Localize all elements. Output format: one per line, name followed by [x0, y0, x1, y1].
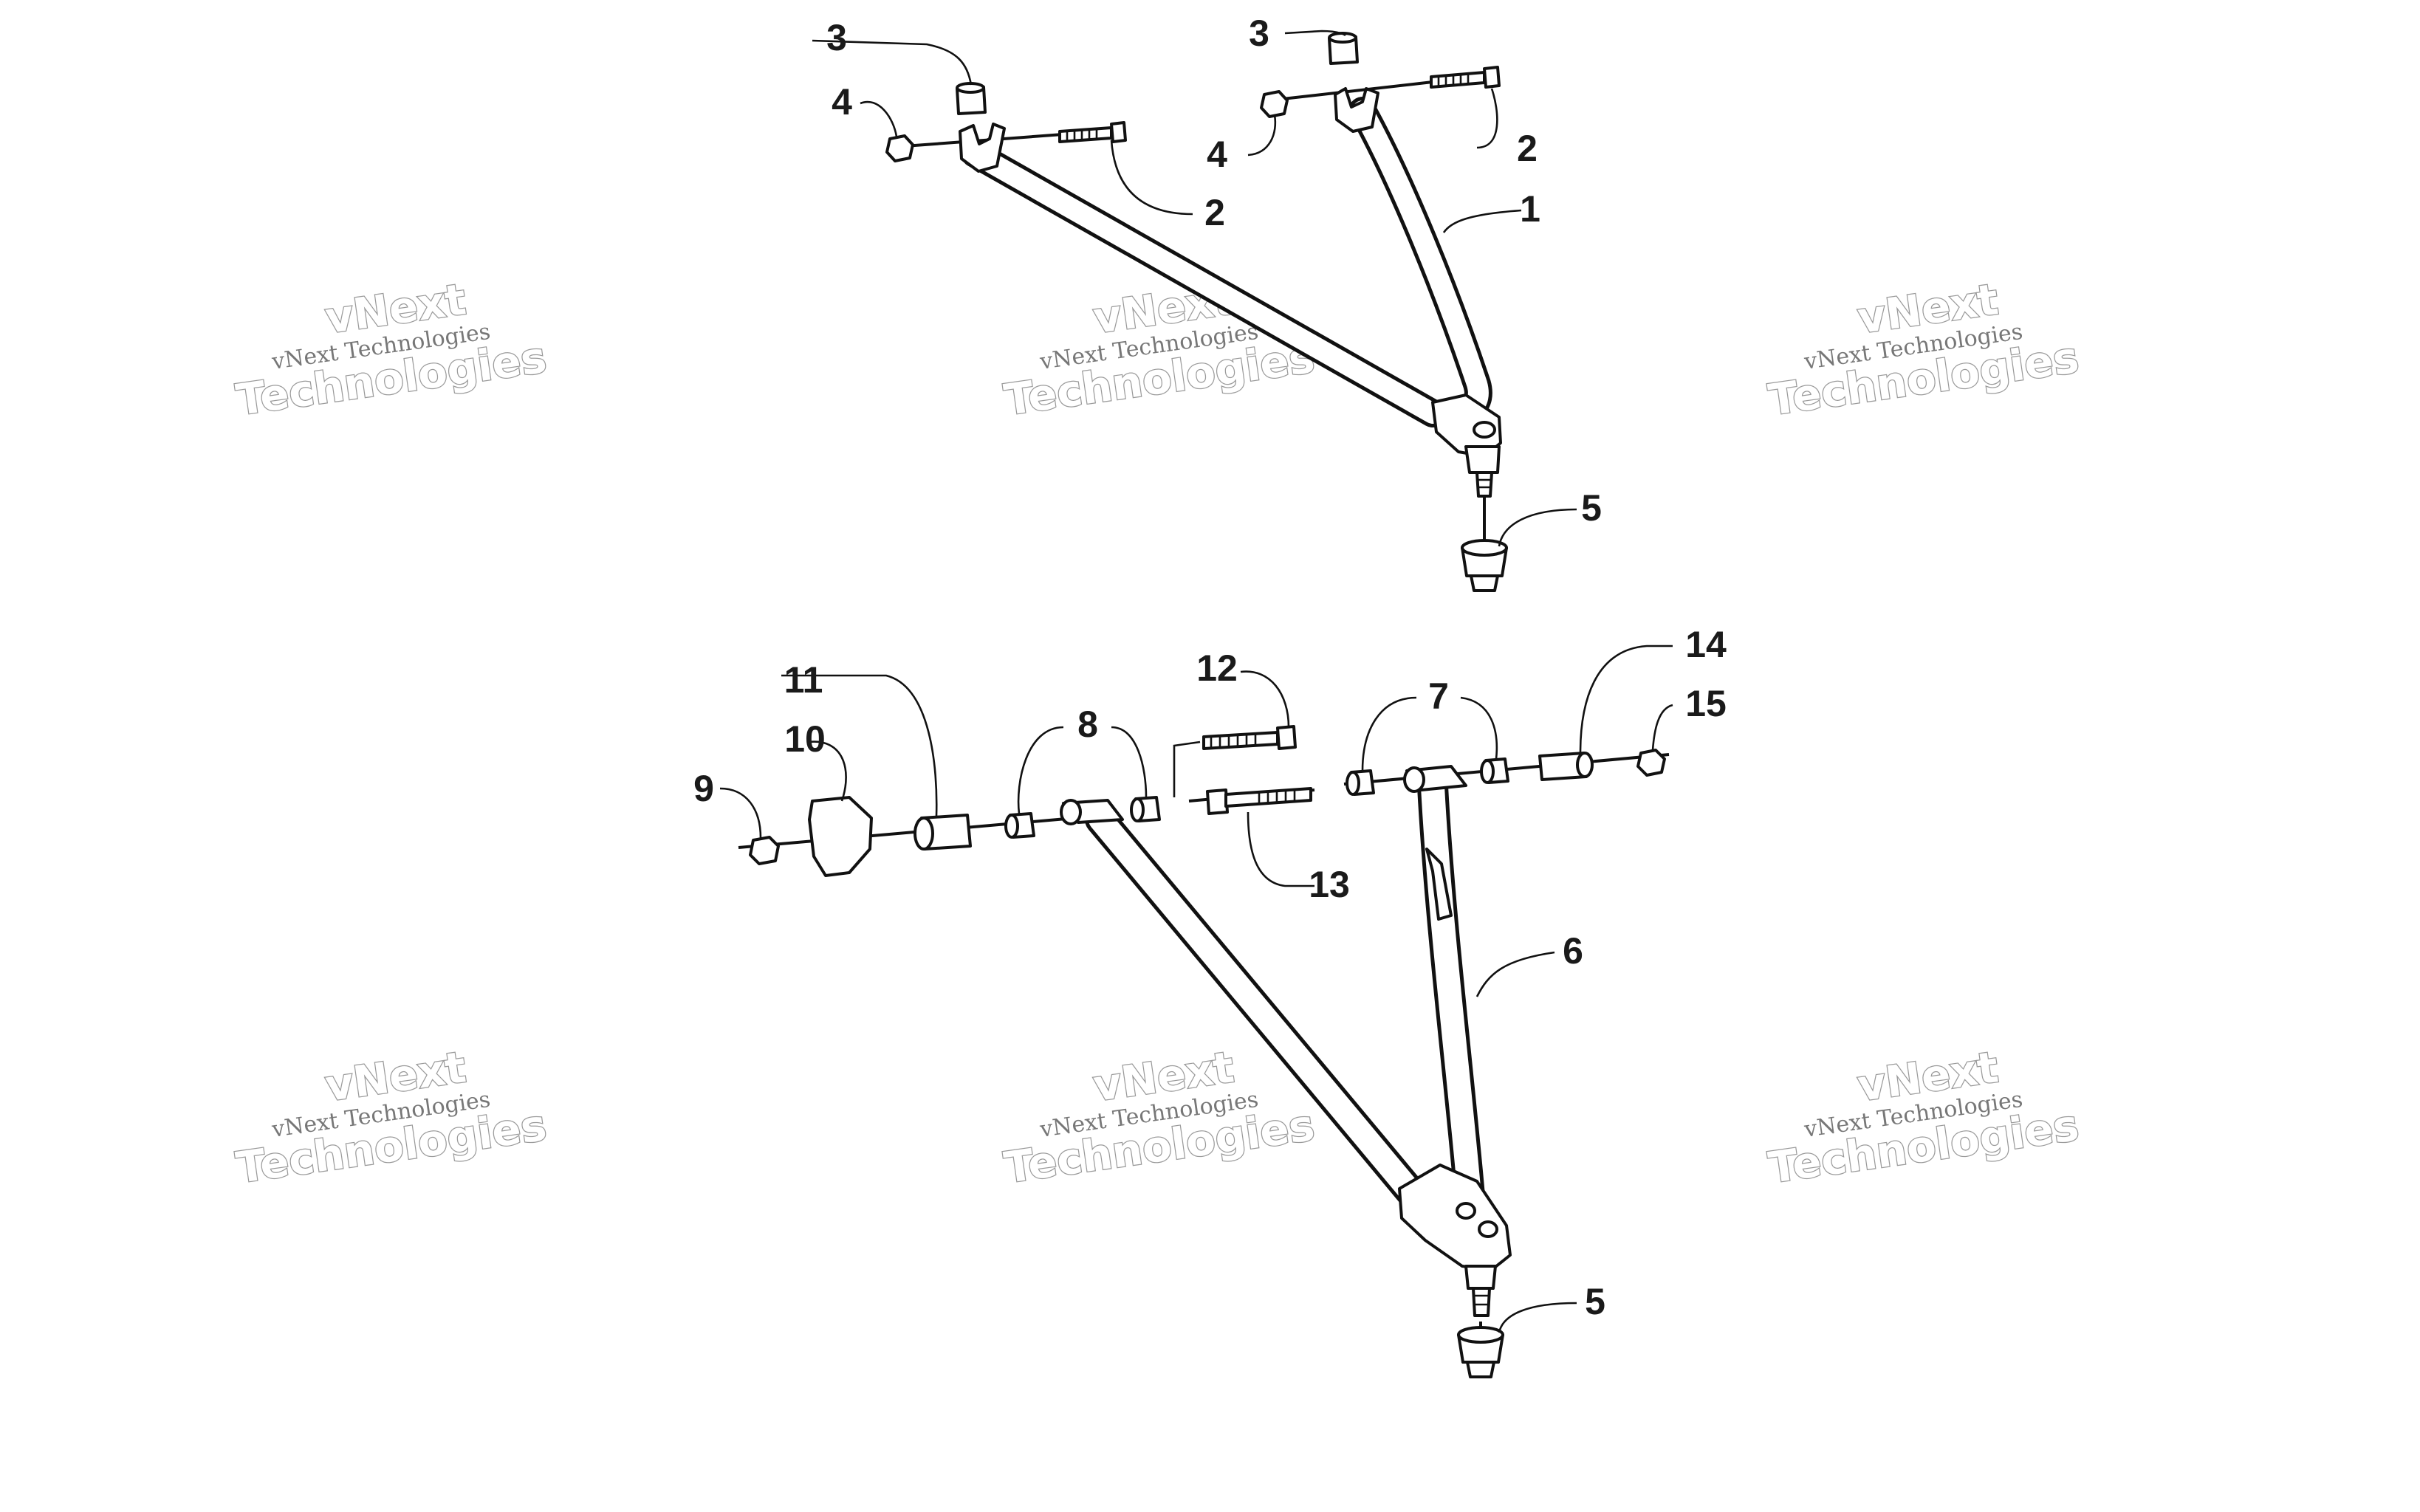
callout-5-upper: 5 [1581, 487, 1602, 529]
lower-a-arm-tubes [1085, 771, 1485, 1234]
callout-labels: 3 4 2 3 4 2 1 5 11 10 9 8 12 13 7 14 15 … [693, 13, 1727, 1322]
leader-12 [1240, 670, 1290, 728]
lower-rear-bushing-right [1480, 757, 1509, 784]
callout-1: 1 [1520, 188, 1540, 230]
leader-2-left [1110, 140, 1193, 216]
leader-1 [1442, 209, 1522, 233]
upper-lock-nut [1461, 539, 1508, 592]
leader-7-right [1460, 696, 1498, 760]
lower-front-sleeve [914, 814, 972, 850]
callout-4-right: 4 [1207, 134, 1227, 175]
upper-left-bushing [956, 82, 987, 115]
upper-ball-joint [1431, 394, 1502, 498]
leader-8-left [1017, 726, 1064, 814]
callout-8: 8 [1077, 704, 1098, 745]
callout-14: 14 [1685, 624, 1727, 665]
lower-lock-nut [1457, 1326, 1504, 1378]
callout-3-right: 3 [1249, 13, 1269, 54]
upper-left-pivot-bracket [959, 123, 1006, 173]
callout-2-left: 2 [1204, 192, 1225, 233]
watermark: vNext Technologies vNext Technologies [1764, 1041, 2083, 1194]
callout-5-lower: 5 [1585, 1281, 1605, 1322]
lower-front-pivot-tube [1060, 799, 1124, 825]
lower-ball-joint [1398, 1164, 1512, 1317]
leader-3-left [812, 39, 973, 86]
leader-6 [1475, 951, 1555, 997]
callout-9: 9 [693, 768, 714, 809]
upper-right-nut [1260, 90, 1289, 118]
lower-rear-bushing-left [1346, 769, 1375, 796]
lower-front-bushing-left [1004, 812, 1035, 839]
upper-right-bolt [1430, 66, 1501, 89]
callout-3-left: 3 [826, 17, 847, 58]
leader-4-right [1247, 114, 1277, 157]
callout-15: 15 [1685, 683, 1727, 724]
leader-2-right [1476, 88, 1498, 149]
upper-right-axis-line [1275, 80, 1433, 101]
upper-left-nut [885, 134, 914, 162]
lower-rear-pivot-tube [1403, 765, 1467, 793]
callout-10: 10 [784, 718, 826, 760]
lower-a-arm-assembly [738, 725, 1670, 1378]
leader-13 [1247, 811, 1314, 887]
bolt-12-axis-guide [1173, 740, 1201, 797]
callout-12: 12 [1196, 647, 1238, 689]
leader-5-lower [1498, 1302, 1577, 1333]
upper-left-bolt [1058, 121, 1127, 143]
leader-15 [1651, 704, 1673, 751]
leader-5-upper [1498, 508, 1577, 547]
lower-rear-nut [1636, 749, 1666, 777]
lower-front-bushing-right [1130, 796, 1161, 822]
lower-front-nut [749, 836, 780, 865]
watermark: vNext Technologies vNext Technologies [232, 273, 550, 426]
leader-14 [1579, 645, 1673, 754]
callout-2-right: 2 [1517, 128, 1538, 169]
watermark-grid: vNext Technologies vNext Technologies vN… [232, 273, 2083, 1194]
callout-13: 13 [1309, 864, 1350, 905]
upper-a-arm-assembly [885, 32, 1508, 592]
watermark: vNext Technologies vNext Technologies [1000, 1041, 1318, 1194]
watermark: vNext Technologies vNext Technologies [232, 1041, 550, 1194]
watermark: vNext Technologies vNext Technologies [1764, 273, 2083, 426]
upper-right-pivot-bracket [1334, 87, 1379, 133]
watermark: vNext Technologies vNext Technologies [1000, 273, 1318, 426]
leader-4-left [860, 100, 898, 137]
leader-3-right [1284, 30, 1346, 37]
lower-mounting-bracket [808, 796, 873, 877]
lower-front-bolt [1202, 725, 1297, 750]
callout-6: 6 [1563, 930, 1583, 972]
leader-8-right [1111, 726, 1148, 798]
callout-11: 11 [784, 659, 823, 701]
lower-rear-bolt [1206, 787, 1312, 815]
callout-4-left: 4 [832, 81, 852, 123]
lower-rear-sleeve [1538, 752, 1594, 781]
leader-9 [719, 787, 762, 839]
leader-11 [781, 674, 938, 817]
leader-10 [808, 740, 847, 802]
callout-7: 7 [1428, 676, 1449, 717]
upper-right-bushing [1328, 32, 1359, 65]
leader-lines [719, 30, 1673, 1333]
leader-7-left [1361, 696, 1417, 772]
lower-tube-gusset [1425, 848, 1453, 921]
